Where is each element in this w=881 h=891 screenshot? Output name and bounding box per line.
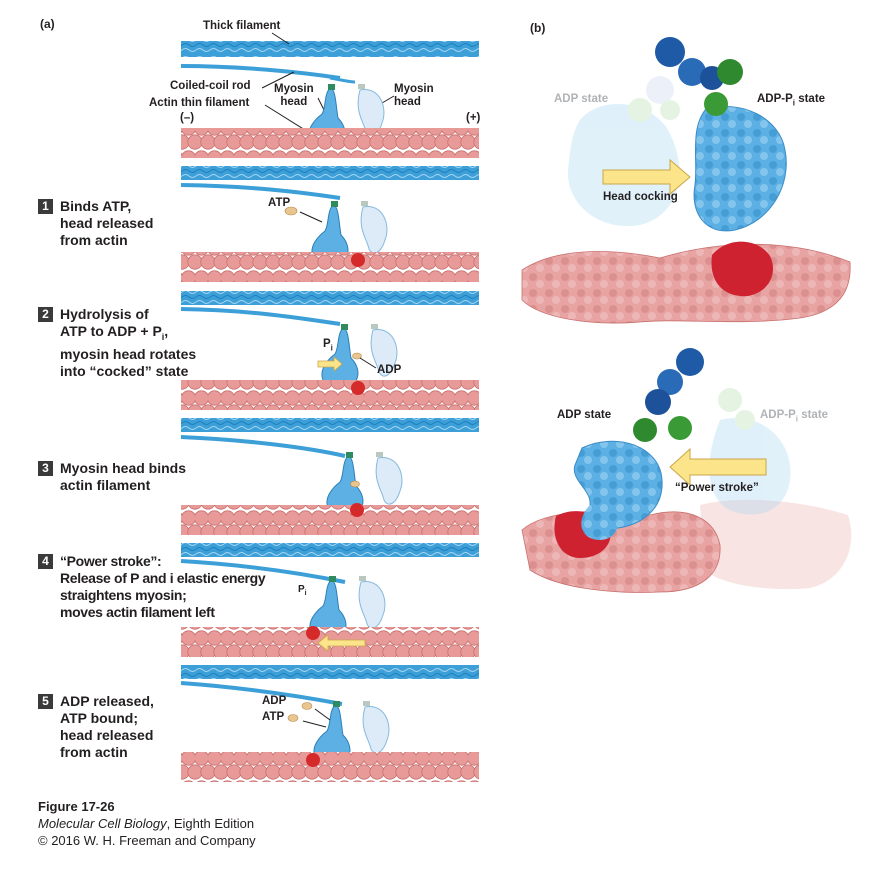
coiled-coil-rod-label: Coiled-coil rod <box>170 80 251 92</box>
actin-filament <box>181 128 479 158</box>
actin-filament <box>181 380 479 410</box>
thick-filament-label: Thick filament <box>203 20 281 32</box>
thick-filament-leader <box>271 32 290 45</box>
actin-filament-ghost <box>700 499 852 590</box>
adp-label-step5: ADP <box>262 695 287 707</box>
step-number: 2 <box>38 307 53 322</box>
minus-end-label: (–) <box>180 112 195 124</box>
atp-molecule <box>284 206 298 216</box>
step-number: 4 <box>38 554 53 569</box>
thick-filament <box>181 543 479 557</box>
step-number: 3 <box>38 461 53 476</box>
actin-binding-site <box>350 503 364 517</box>
actin-movement-arrow <box>317 634 366 652</box>
pi-label-step4: Pi <box>298 584 307 597</box>
adp-state-label-top: ADP state <box>554 93 609 105</box>
myosin-adp-pi-state-ghost <box>709 388 791 515</box>
pi-molecule <box>352 352 362 360</box>
myosin-head-label-2: Myosin head <box>394 83 434 108</box>
book-title: Molecular Cell Biology, Eighth Edition <box>38 816 255 831</box>
plus-end-label: (+) <box>466 112 481 124</box>
thick-filament <box>181 41 479 57</box>
panel-b-label: (b) <box>530 21 546 35</box>
actin-binding-site <box>351 381 365 395</box>
thick-filament <box>181 166 479 180</box>
figure-number: Figure 17-26 <box>38 799 115 814</box>
myosin-adp-state <box>573 348 704 540</box>
adp-label: ADP <box>377 364 402 376</box>
actin-filament <box>181 252 479 282</box>
actin-filament <box>181 752 479 782</box>
step-number: 5 <box>38 694 53 709</box>
adp-pi-state-label-top: ADP-Pi state <box>757 93 826 108</box>
myosin-adp-pi-state <box>655 37 787 232</box>
rotation-arrow <box>317 356 343 372</box>
power-stroke-label: “Power stroke” <box>675 482 759 494</box>
thick-filament <box>181 291 479 305</box>
actin-filament <box>181 505 479 535</box>
copyright: © 2016 W. H. Freeman and Company <box>38 833 256 848</box>
actin-binding-site <box>351 253 365 267</box>
actin-binding-site <box>306 626 320 640</box>
head-cocking-arrow <box>602 158 691 196</box>
atp-label: ATP <box>268 197 291 209</box>
adp-pi-state-label-bottom: ADP-Pi state <box>760 409 829 424</box>
thick-filament <box>181 418 479 432</box>
head-cocking-label: Head cocking <box>603 191 678 203</box>
step-number: 1 <box>38 199 53 214</box>
actin-thin-filament-label: Actin thin filament <box>149 97 250 109</box>
panel-a-label: (a) <box>40 17 55 31</box>
coiled-coil-rod <box>180 64 341 80</box>
pi-label: Pi <box>323 338 333 353</box>
power-stroke-arrow <box>669 447 767 487</box>
actin-filament-surface <box>521 243 851 324</box>
thick-filament <box>181 665 479 679</box>
actin-binding-site-surface <box>711 241 774 297</box>
actin-binding-site <box>306 753 320 767</box>
atp-label-step5: ATP <box>262 711 285 723</box>
adp-state-label-bottom: ADP state <box>557 409 612 421</box>
myosin-adp-state-ghost <box>567 76 680 227</box>
figure-caption: Figure 17-26 Molecular Cell Biology, Eig… <box>38 798 256 849</box>
myosin-head-label-1: Myosin head <box>274 83 314 108</box>
